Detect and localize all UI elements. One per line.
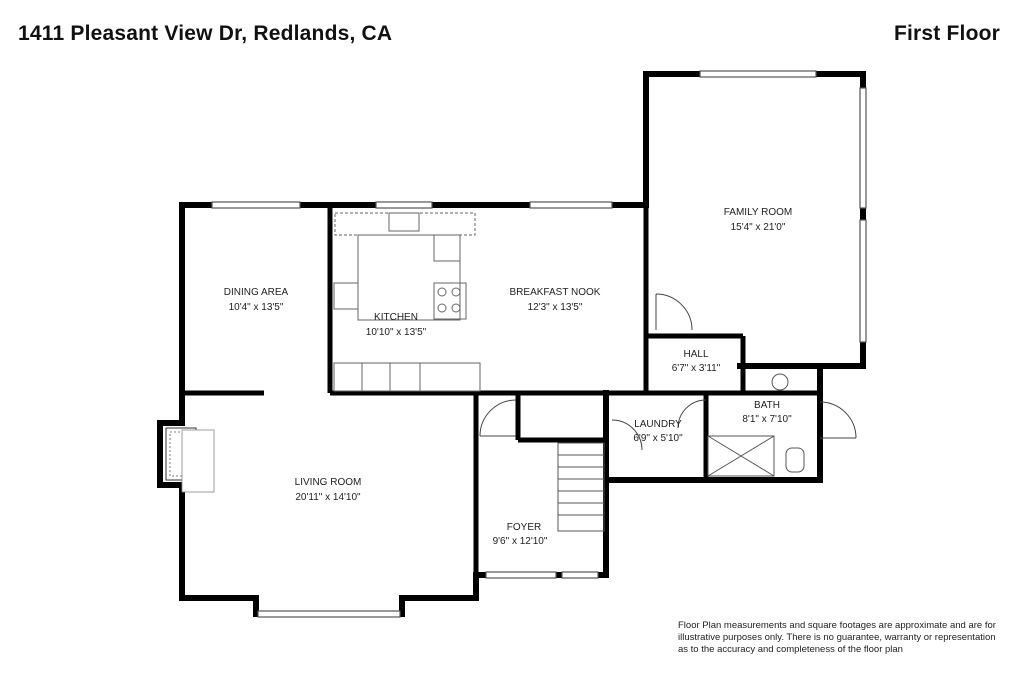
room-foyer-size: 9'6" x 12'10" xyxy=(493,536,548,547)
interior-walls xyxy=(182,205,820,600)
room-dining-area-name: DINING AREA xyxy=(224,287,289,298)
property-address: 1411 Pleasant View Dr, Redlands, CA xyxy=(18,22,393,45)
room-kitchen-name: KITCHEN xyxy=(374,312,418,323)
exterior-walls xyxy=(157,71,866,617)
room-breakfast-nook-size: 12'3" x 13'5" xyxy=(528,302,583,313)
disclaimer-line-2: illustrative purposes only. There is no … xyxy=(678,632,996,643)
room-bath-size: 8'1" x 7'10" xyxy=(742,414,792,425)
disclaimer: Floor Plan measurements and square foota… xyxy=(678,620,1018,656)
room-living-room-size: 20'11" x 14'10" xyxy=(295,492,361,503)
disclaimer-line-3: as to the accuracy and completeness of t… xyxy=(678,644,903,655)
kitchen-cabinets xyxy=(333,212,481,392)
disclaimer-line-1: Floor Plan measurements and square foota… xyxy=(678,620,996,631)
room-labels: FAMILY ROOM 15'4" x 21'0" DINING AREA 10… xyxy=(224,207,793,547)
room-dining-area-size: 10'4" x 13'5" xyxy=(229,302,284,313)
room-family-room-size: 15'4" x 21'0" xyxy=(731,222,786,233)
room-foyer-name: FOYER xyxy=(507,522,541,533)
bath-fixtures xyxy=(707,373,805,477)
room-breakfast-nook-name: BREAKFAST NOOK xyxy=(510,287,601,298)
fireplace xyxy=(165,427,215,493)
room-hall-size: 6'7" x 3'11" xyxy=(672,363,721,374)
room-laundry-size: 6'9" x 5'10" xyxy=(633,433,683,444)
room-kitchen-size: 10'10" x 13'5" xyxy=(366,327,427,338)
staircase xyxy=(557,442,605,532)
room-bath-name: BATH xyxy=(754,400,780,411)
room-living-room-name: LIVING ROOM xyxy=(295,477,362,488)
windows xyxy=(211,70,867,618)
doors xyxy=(479,293,857,451)
room-laundry-name: LAUNDRY xyxy=(634,419,682,430)
room-family-room-name: FAMILY ROOM xyxy=(724,207,793,218)
floor-title: First Floor xyxy=(893,22,1000,45)
room-hall-name: HALL xyxy=(683,349,708,360)
